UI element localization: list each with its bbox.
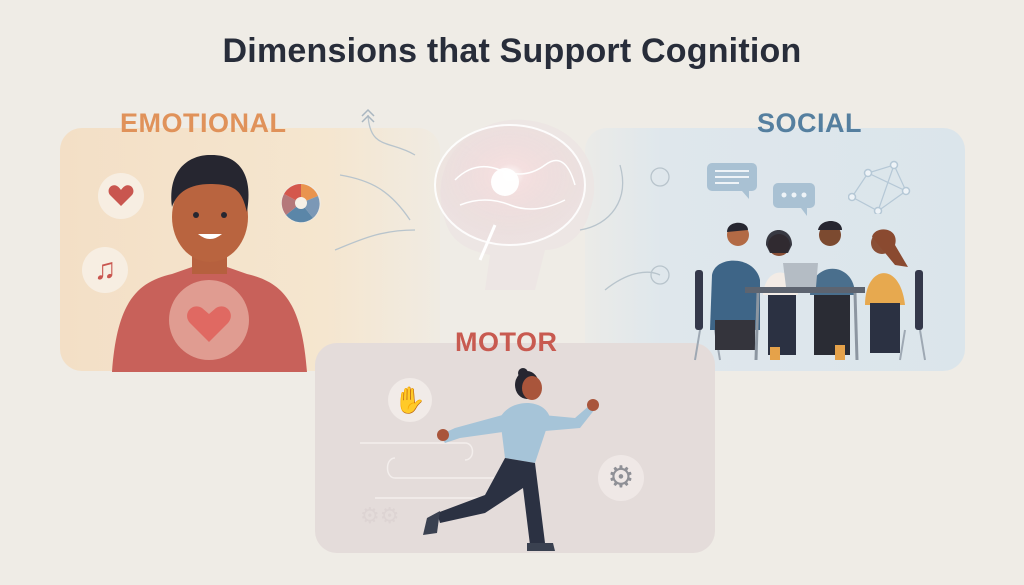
social-group-illustration xyxy=(694,221,926,361)
hand-icon: ✋ xyxy=(393,385,427,415)
small-gears-icon: ⚙⚙ xyxy=(360,503,400,528)
glowing-heart-icon xyxy=(187,306,231,342)
heart-icon-bubble xyxy=(98,173,144,219)
gear-icon-bubble: ⚙ xyxy=(598,455,644,501)
music-note-icon-bubble: ♫ xyxy=(82,247,128,293)
heart-icon xyxy=(108,185,134,206)
motor-label: MOTOR xyxy=(455,327,558,357)
gear-icon: ⚙ xyxy=(607,461,635,494)
chat-bubble-icon xyxy=(707,163,757,199)
connector-lines xyxy=(334,108,670,291)
social-label: SOCIAL xyxy=(757,108,863,138)
emotional-person xyxy=(112,154,307,372)
emotional-label: EMOTIONAL xyxy=(120,108,287,138)
hand-icon-bubble: ✋ xyxy=(388,378,432,422)
typing-bubble-icon xyxy=(773,183,815,216)
network-nodes-icon xyxy=(848,160,911,214)
page-title: Dimensions that Support Cognition xyxy=(222,32,802,70)
running-person xyxy=(423,368,599,551)
music-note-icon: ♫ xyxy=(93,253,117,286)
brain-icon xyxy=(434,119,595,290)
motion-lines xyxy=(360,442,495,499)
color-swirl-icon xyxy=(281,183,321,223)
